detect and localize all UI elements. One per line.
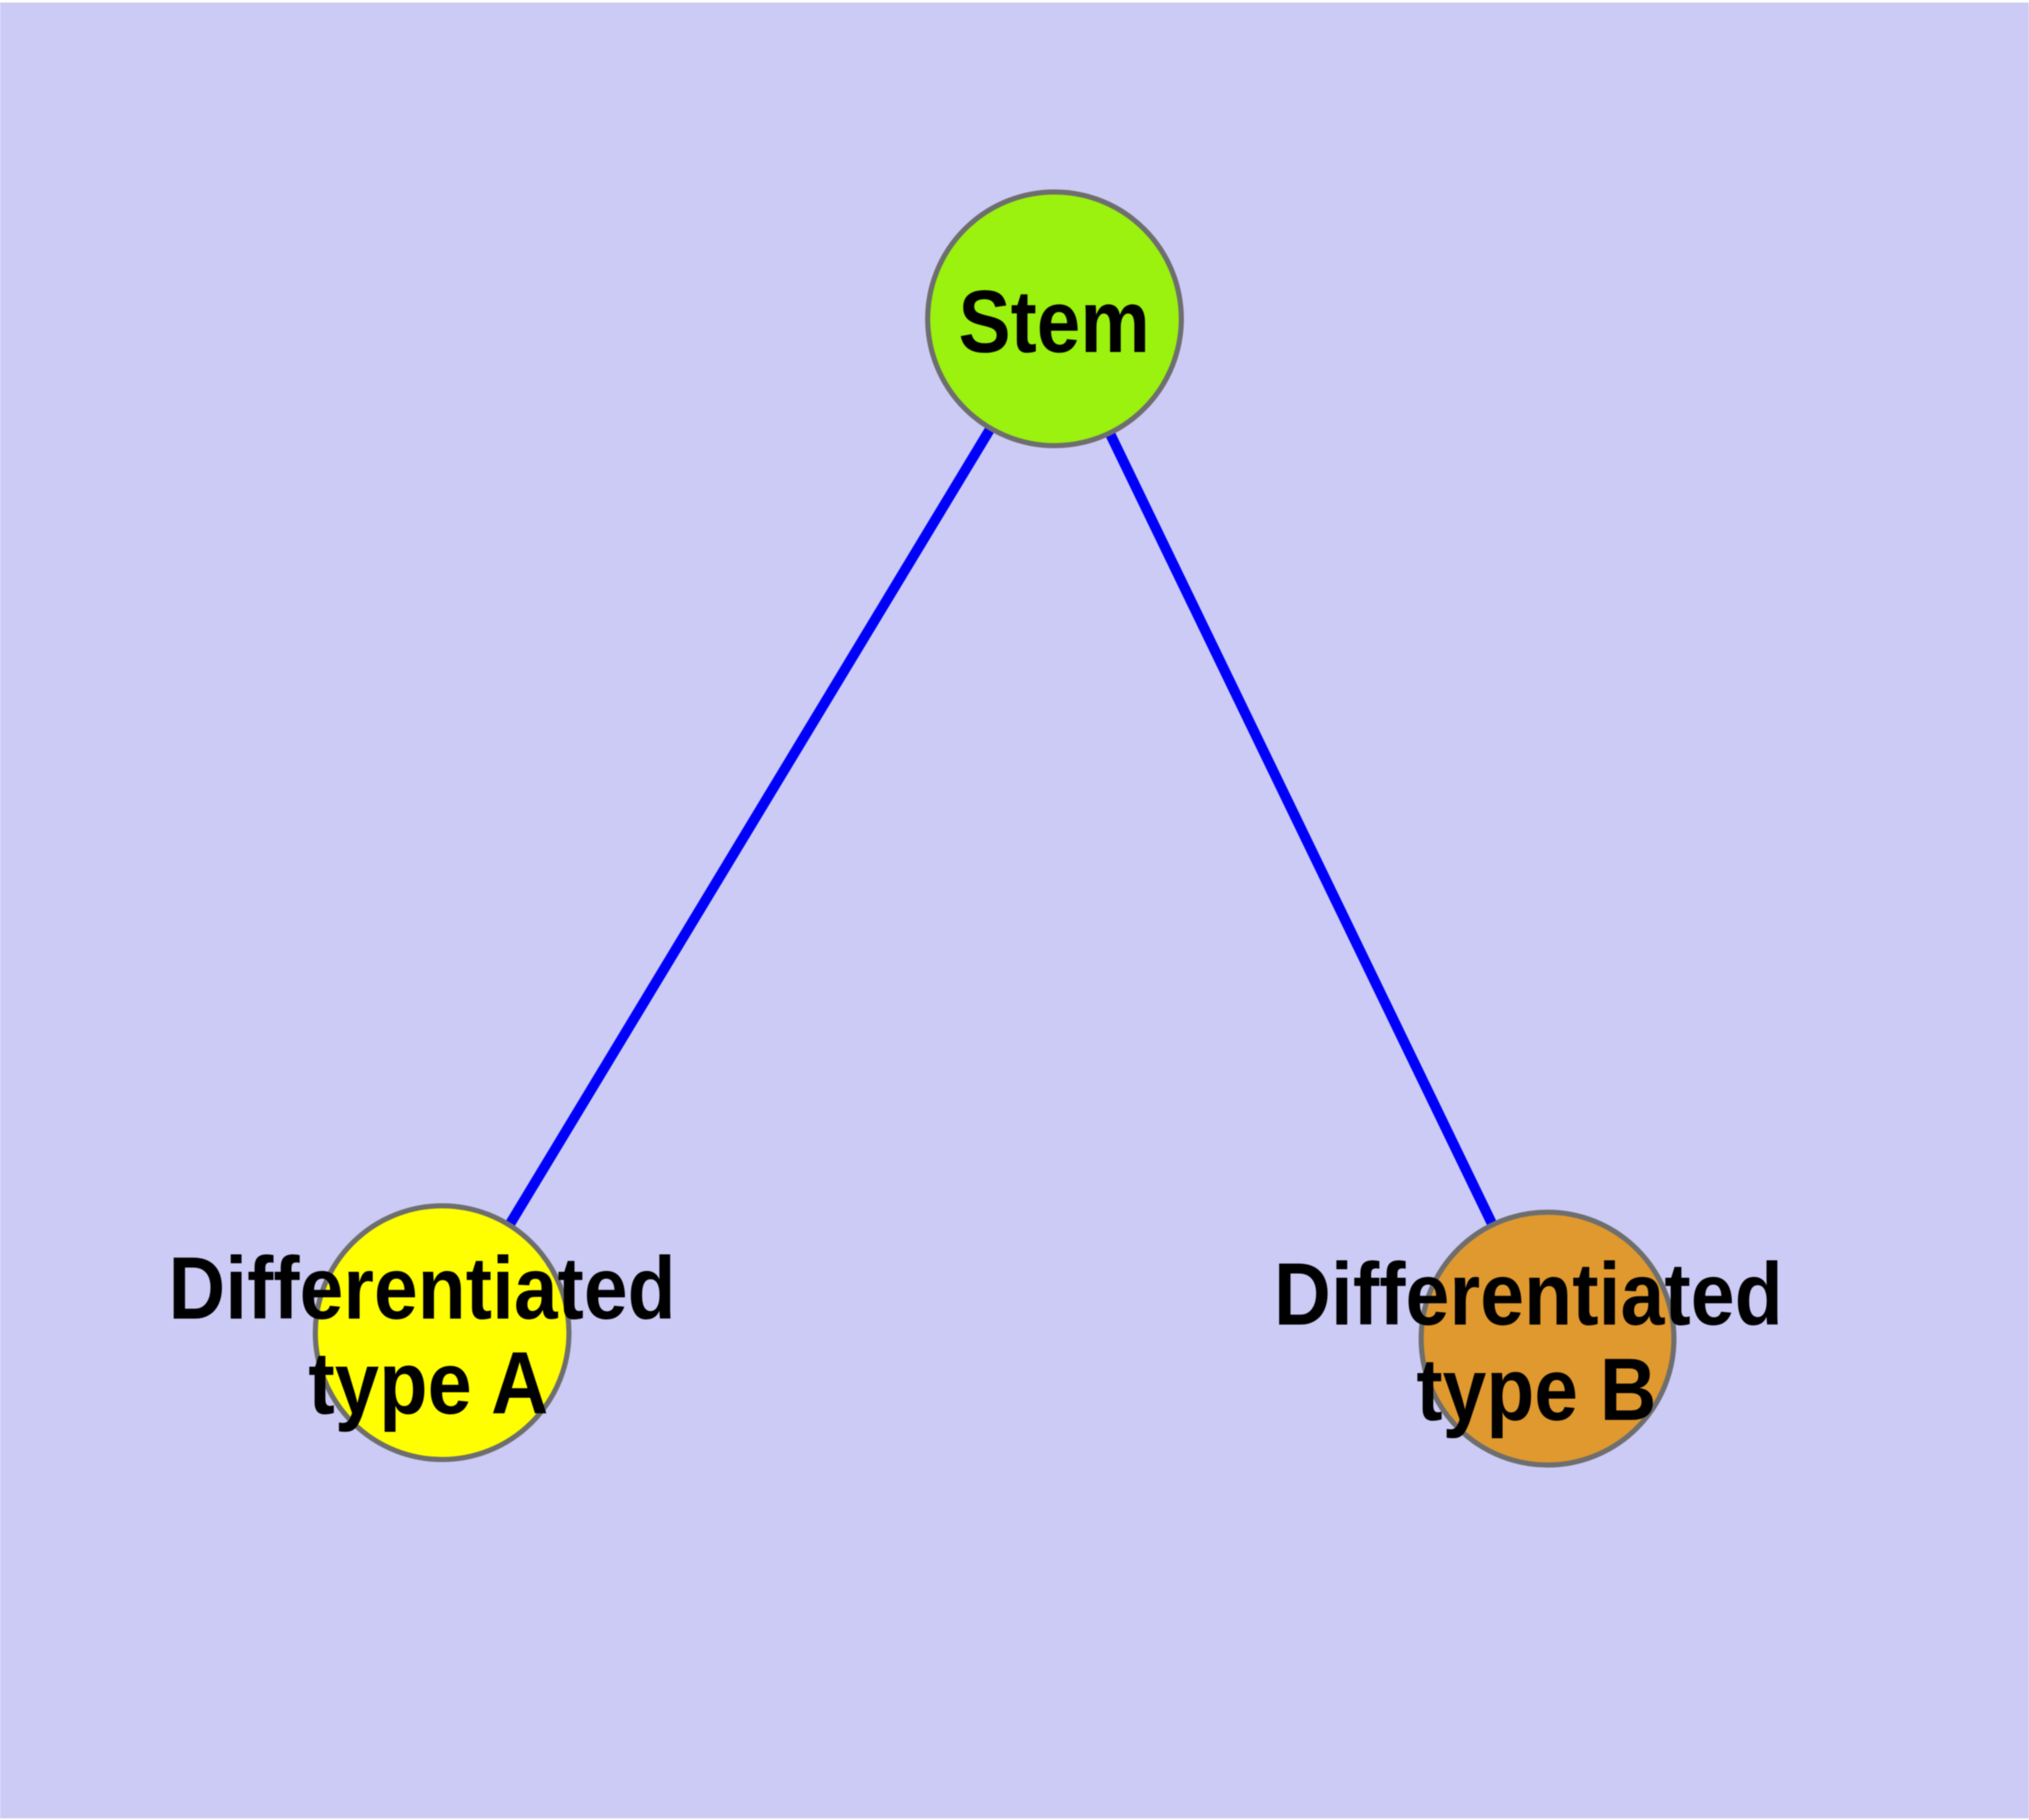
svg-text:Differentiated: Differentiated <box>169 1239 676 1338</box>
svg-text:Stem: Stem <box>958 272 1150 371</box>
svg-text:type A: type A <box>308 1335 548 1434</box>
svg-text:type B: type B <box>1416 1341 1656 1439</box>
svg-text:Differentiated: Differentiated <box>1274 1245 1783 1344</box>
